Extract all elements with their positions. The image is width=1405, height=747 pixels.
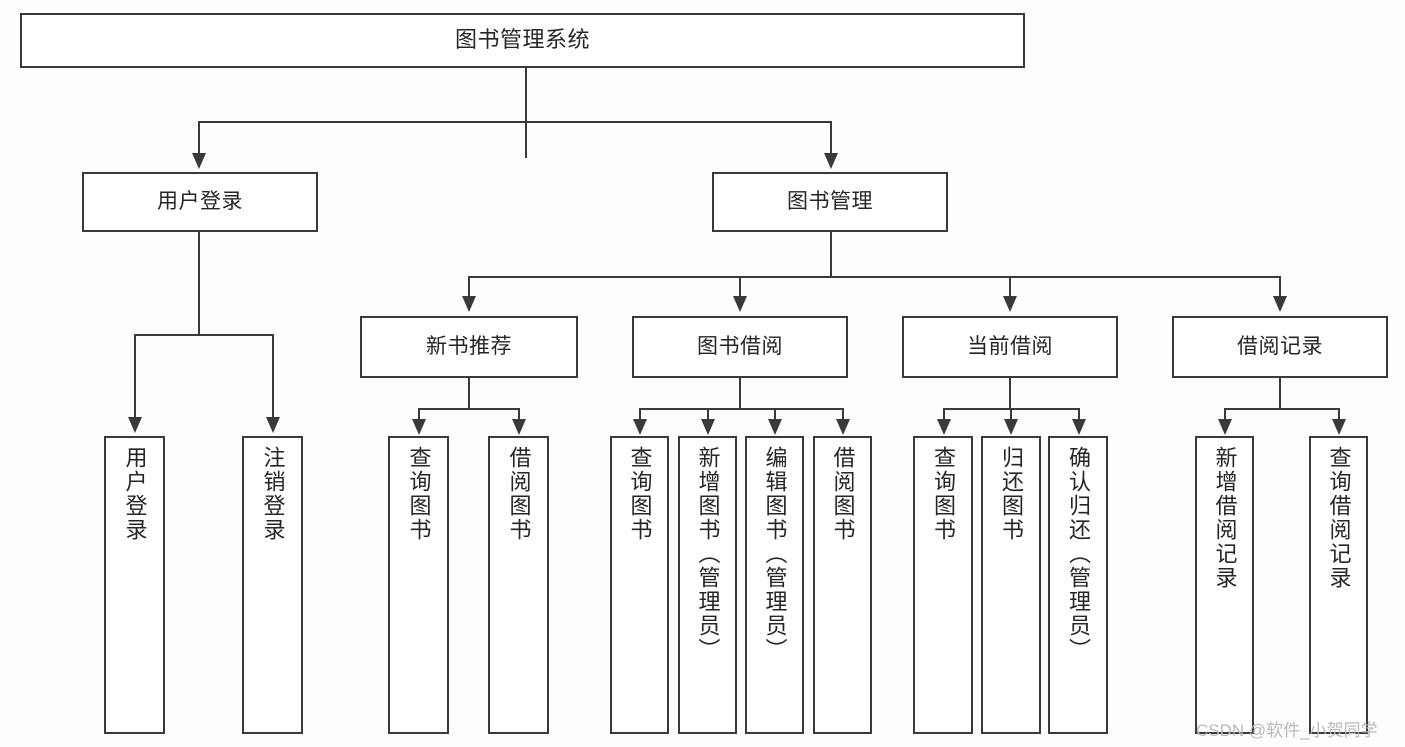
connector-book-borrow-stem [739,378,741,410]
leaf-user-login-login[interactable]: 用户登录 [104,436,165,734]
arrow-book-borrow-child-2 [701,419,715,435]
arrow-book-mgmt-child-2 [733,296,747,312]
connector-current-borrow-stem [1009,378,1011,410]
connector-book-mgmt-stem [830,232,832,278]
connector-new-book-stem [468,378,470,410]
connector-new-book-child-1 [418,408,420,420]
node-new-book-recommend[interactable]: 新书推荐 [360,316,578,378]
node-label: 用户登录 [157,190,243,214]
node-label: 注销登录 [260,446,286,542]
connector-book-mgmt-bus [468,276,1280,278]
arrow-book-borrow-child-4 [836,419,850,435]
leaf-book-borrow-add[interactable]: 新增图书（管理员） [678,436,737,734]
connector-root-bus [198,121,832,123]
leaf-new-book-borrow[interactable]: 借阅图书 [488,436,549,734]
connector-book-borrow-child-4 [842,408,844,420]
leaf-current-borrow-return[interactable]: 归还图书 [981,436,1041,734]
arrow-book-mgmt-child-1 [462,296,476,312]
connector-book-mgmt-child-4 [1279,276,1281,298]
node-root-system[interactable]: 图书管理系统 [20,13,1025,68]
connector-current-borrow-child-2 [1010,408,1012,420]
connector-book-mgmt-child-2 [739,276,741,298]
node-label: 借阅图书 [506,446,532,542]
connector-root-to-book-mgmt [830,121,832,154]
connector-book-borrow-child-1 [639,408,641,420]
node-borrow-record[interactable]: 借阅记录 [1172,316,1388,378]
node-label: 图书管理 [787,190,873,214]
node-label: 借阅图书 [830,446,856,542]
node-user-login[interactable]: 用户登录 [82,172,318,232]
arrow-new-book-child-2 [512,419,526,435]
connector-book-borrow-child-2 [707,408,709,420]
arrow-current-borrow-child-2 [1004,419,1018,435]
node-label: 当前借阅 [967,335,1053,359]
leaf-book-borrow-borrow[interactable]: 借阅图书 [813,436,872,734]
watermark-text: CSDN @软件_小贺同学 [1196,721,1378,740]
leaf-new-book-query[interactable]: 查询图书 [388,436,449,734]
node-label: 借阅记录 [1237,335,1323,359]
connector-book-mgmt-child-3 [1009,276,1011,298]
connector-new-book-child-2 [518,408,520,420]
connector-borrow-record-bus [1224,408,1339,410]
node-current-borrow[interactable]: 当前借阅 [902,316,1118,378]
node-label: 查询图书 [406,446,432,542]
connector-root-stem [525,68,527,158]
node-label: 用户登录 [122,446,148,542]
node-label: 确认归还（管理员） [1065,446,1091,662]
connector-borrow-record-child-1 [1224,408,1226,420]
connector-book-mgmt-child-1 [468,276,470,298]
node-label: 查询图书 [627,446,653,542]
arrow-book-mgmt-child-4 [1273,296,1287,312]
node-book-borrow[interactable]: 图书借阅 [632,316,848,378]
node-label: 归还图书 [998,446,1024,542]
node-label: 新增借阅记录 [1212,446,1238,590]
arrow-borrow-record-child-1 [1218,419,1232,435]
leaf-book-borrow-edit[interactable]: 编辑图书（管理员） [745,436,804,734]
connector-borrow-record-stem [1279,378,1281,410]
arrow-new-book-child-1 [412,419,426,435]
node-label: 新书推荐 [426,335,512,359]
leaf-current-borrow-confirm-return[interactable]: 确认归还（管理员） [1048,436,1108,734]
node-label: 图书管理系统 [454,27,590,53]
connector-user-login-child-1 [134,334,136,418]
node-label: 查询图书 [930,446,956,542]
node-label: 图书借阅 [697,335,783,359]
connector-current-borrow-child-3 [1078,408,1080,420]
arrow-user-login-child-2 [266,417,280,433]
node-book-management[interactable]: 图书管理 [712,172,948,232]
arrow-book-borrow-child-1 [633,419,647,435]
arrow-book-mgmt-child-3 [1003,296,1017,312]
node-label: 查询借阅记录 [1326,446,1352,590]
leaf-borrow-record-add[interactable]: 新增借阅记录 [1195,436,1254,734]
connector-book-borrow-child-3 [774,408,776,420]
connector-user-login-stem [198,232,200,336]
connector-borrow-record-child-2 [1338,408,1340,420]
connector-new-book-bus [418,408,519,410]
node-label: 新增图书（管理员） [695,446,721,662]
connector-root-to-user-login [198,121,200,154]
node-label: 编辑图书（管理员） [762,446,788,662]
arrow-book-borrow-child-3 [768,419,782,435]
arrow-user-login-child-1 [128,417,142,433]
arrow-root-to-book-mgmt [824,153,838,169]
leaf-current-borrow-query[interactable]: 查询图书 [913,436,973,734]
connector-user-login-child-2 [272,334,274,418]
connector-book-borrow-bus [639,408,843,410]
arrow-root-to-user-login [192,153,206,169]
arrow-current-borrow-child-1 [937,419,951,435]
leaf-book-borrow-query[interactable]: 查询图书 [610,436,669,734]
arrow-borrow-record-child-2 [1332,419,1346,435]
leaf-user-login-logout[interactable]: 注销登录 [242,436,303,734]
connector-user-login-bus [134,334,272,336]
connector-current-borrow-child-1 [943,408,945,420]
leaf-borrow-record-query[interactable]: 查询借阅记录 [1309,436,1368,734]
arrow-current-borrow-child-3 [1072,419,1086,435]
